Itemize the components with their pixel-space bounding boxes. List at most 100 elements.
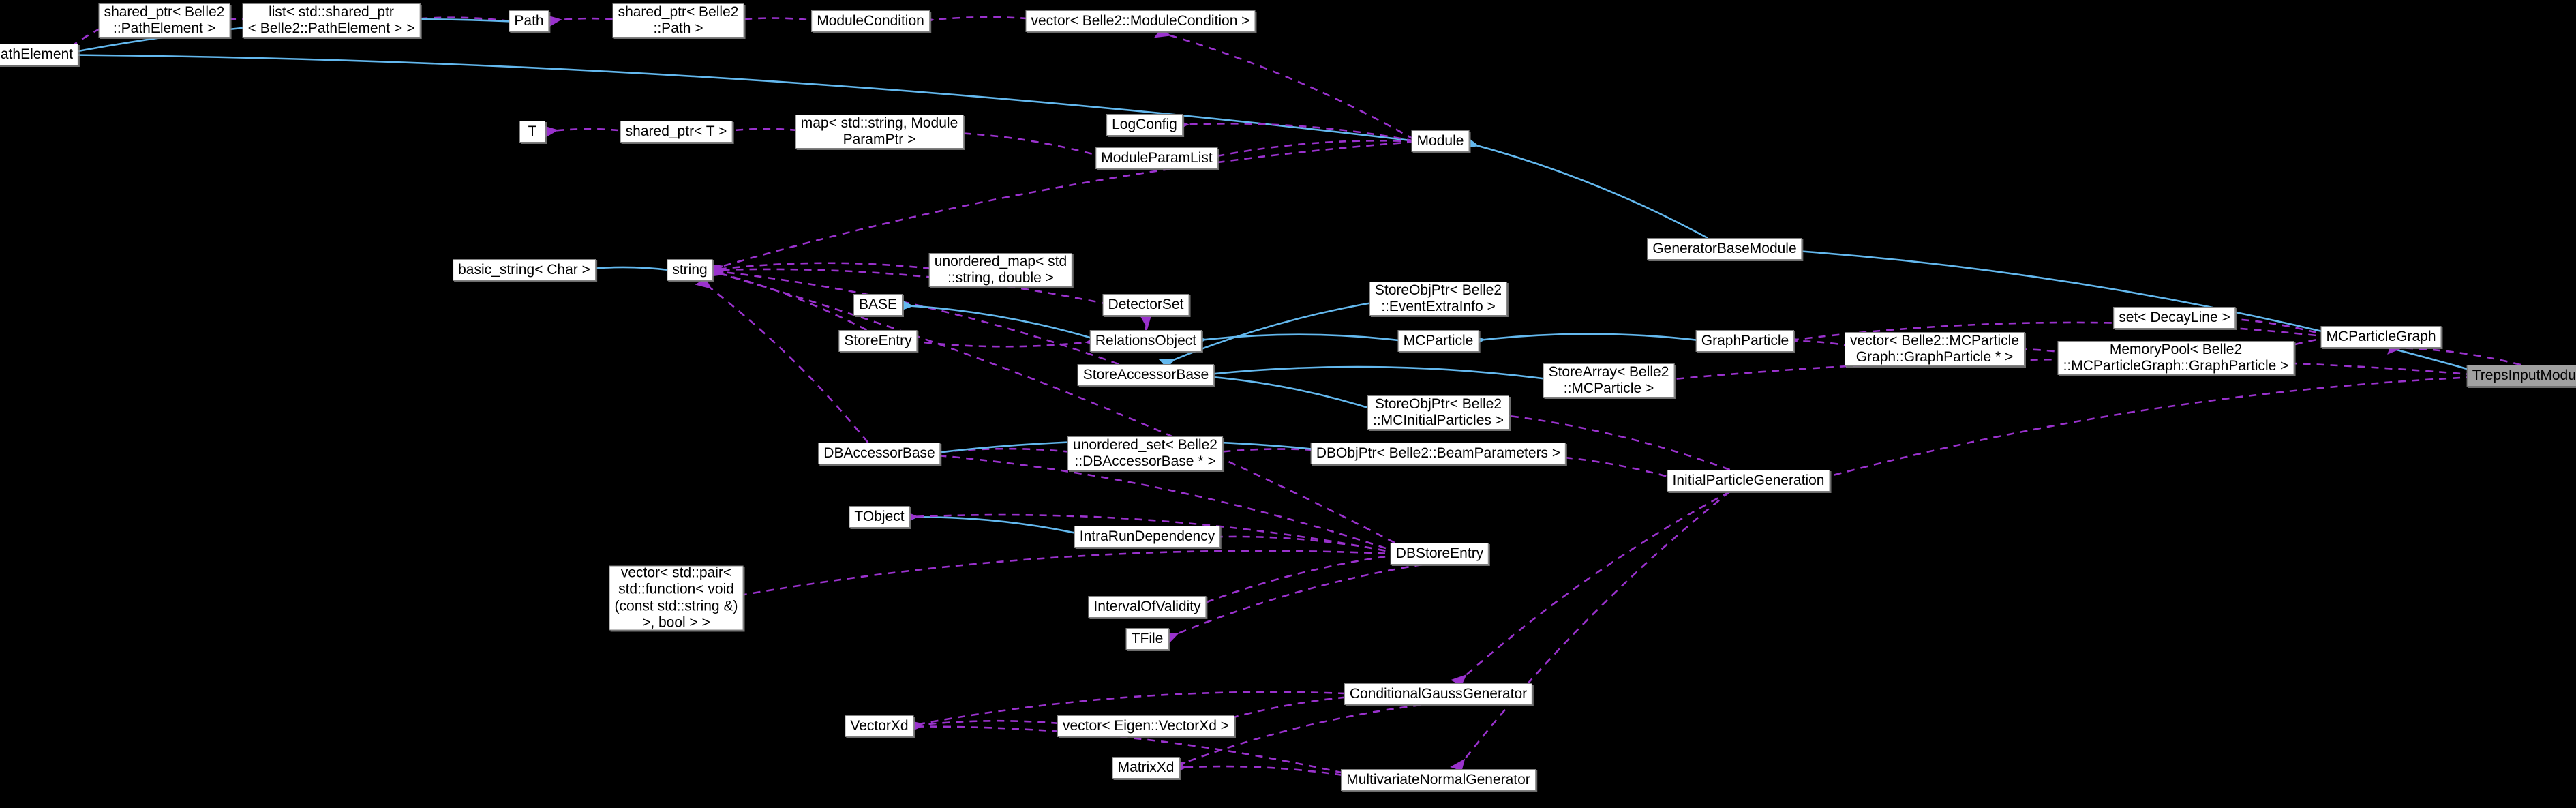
- class-node-tobject[interactable]: TObject: [849, 506, 910, 528]
- class-node-label: MultivariateNormalGenerator: [1346, 771, 1530, 788]
- class-node-vec_eigen_vectorxd[interactable]: vector< Eigen::VectorXd >: [1057, 715, 1234, 737]
- class-node-label: DBObjPtr< Belle2::BeamParameters >: [1316, 445, 1561, 461]
- class-node-initialparticlegen[interactable]: InitialParticleGeneration: [1667, 470, 1830, 492]
- edge-mcparticle-to-relationsobject: [1189, 333, 1405, 348]
- class-node-detectorset[interactable]: DetectorSet: [1102, 294, 1189, 316]
- class-node-label: vector< Eigen::VectorXd >: [1063, 717, 1229, 734]
- class-node-label: DetectorSet: [1108, 296, 1184, 312]
- class-node-label: list< std::shared_ptr < Belle2::PathElem…: [247, 3, 415, 36]
- class-node-label: GraphParticle: [1701, 332, 1789, 348]
- class-node-label: ModuleCondition: [817, 12, 924, 29]
- class-node-label: TObject: [854, 508, 905, 524]
- edge-dbstoreentry-to-string: [706, 264, 1395, 544]
- edge-intrarundependency-to-tobject: [902, 510, 1090, 537]
- class-node-module[interactable]: Module: [1411, 130, 1470, 152]
- class-node-label: string: [672, 261, 708, 278]
- edge-relationsobject-to-detectorset: [1138, 312, 1153, 331]
- class-node-label: LogConfig: [1112, 116, 1177, 132]
- class-node-label: MCParticle: [1403, 332, 1474, 348]
- class-node-logconfig[interactable]: LogConfig: [1106, 114, 1183, 136]
- edge-dbstoreentry-to-intervalofvalidity: [1192, 554, 1399, 613]
- class-node-set_decayline[interactable]: set< DecayLine >: [2113, 307, 2236, 329]
- class-node-pathelement[interactable]: PathElement: [0, 44, 79, 65]
- class-node-label: InitialParticleGeneration: [1672, 472, 1825, 488]
- class-node-mcparticle[interactable]: MCParticle: [1397, 330, 1479, 352]
- edge-storeentry-to-relationsobject: [910, 333, 1102, 348]
- edge-module-to-logconfig: [1172, 118, 1415, 142]
- class-node-shared_ptr_t[interactable]: shared_ptr< T >: [620, 121, 733, 143]
- class-node-label: StoreAccessorBase: [1082, 366, 1209, 383]
- class-node-multivariatenormalgen[interactable]: MultivariateNormalGenerator: [1341, 769, 1536, 791]
- class-node-label: PathElement: [0, 46, 74, 62]
- class-node-label: Path: [514, 12, 544, 29]
- class-node-storeobjptr_eventextra[interactable]: StoreObjPtr< Belle2 ::EventExtraInfo >: [1369, 282, 1508, 316]
- class-node-shared_ptr_path[interactable]: shared_ptr< Belle2 ::Path >: [612, 3, 744, 38]
- class-node-label: StoreArray< Belle2 ::MCParticle >: [1548, 363, 1669, 396]
- class-node-label: IntervalOfValidity: [1093, 598, 1201, 614]
- class-node-vec_graphparticle_ptr[interactable]: vector< Belle2::MCParticle Graph::GraphP…: [1844, 332, 2025, 366]
- edge-moduleparamlist-to-map_string_moduleparam: [944, 125, 1106, 159]
- edge-mcparticlegraph-to-set_decayline: [2217, 311, 2330, 338]
- edge-initialparticlegen-to-multivariatenormalgen: [1450, 490, 1731, 776]
- class-node-label: StoreObjPtr< Belle2 ::MCInitialParticles…: [1373, 395, 1504, 428]
- class-node-label: TFile: [1131, 630, 1164, 646]
- class-node-mcparticlegraph[interactable]: MCParticleGraph: [2320, 326, 2442, 348]
- class-node-dbobjptr_beamparams[interactable]: DBObjPtr< Belle2::BeamParameters >: [1310, 443, 1566, 464]
- class-node-shared_ptr_pathelem[interactable]: shared_ptr< Belle2 ::PathElement >: [98, 3, 230, 38]
- class-node-label: Module: [1416, 132, 1464, 149]
- class-node-trepsinputmodule[interactable]: TrepsInputModule: [2466, 365, 2576, 387]
- edge-module-to-moduleparamlist: [1204, 140, 1415, 165]
- class-node-label: map< std::string, Module ParamPtr >: [800, 115, 958, 147]
- class-node-label: DBStoreEntry: [1395, 545, 1484, 561]
- class-node-generatorbasemodule[interactable]: GeneratorBaseModule: [1647, 238, 1802, 260]
- class-node-dbaccessorbase[interactable]: DBAccessorBase: [818, 443, 941, 464]
- class-node-unordered_set_dbacc[interactable]: unordered_set< Belle2 ::DBAccessorBase *…: [1067, 436, 1223, 470]
- class-node-label: unordered_map< std ::string, double >: [934, 253, 1067, 286]
- class-node-storeaccessorbase[interactable]: StoreAccessorBase: [1077, 364, 1215, 386]
- edge-unordered_set_dbacc-to-dbaccessorbase: [926, 447, 1085, 461]
- class-node-list_shared_ptr_pe[interactable]: list< std::shared_ptr < Belle2::PathElem…: [242, 3, 421, 38]
- class-node-intrarundependency[interactable]: IntraRunDependency: [1074, 526, 1221, 548]
- class-node-label: MCParticleGraph: [2326, 328, 2436, 344]
- class-node-unordered_map_str_dbl[interactable]: unordered_map< std ::string, double >: [928, 253, 1073, 287]
- class-node-conditionalgaussgen[interactable]: ConditionalGaussGenerator: [1344, 683, 1533, 705]
- class-node-memorypool_graphpart[interactable]: MemoryPool< Belle2 ::MCParticleGraph::Gr…: [2057, 341, 2294, 375]
- class-node-modulecondition[interactable]: ModuleCondition: [811, 10, 930, 32]
- class-node-label: MemoryPool< Belle2 ::MCParticleGraph::Gr…: [2063, 341, 2289, 374]
- class-node-label: basic_string< Char >: [458, 261, 590, 278]
- class-node-relationsobject[interactable]: RelationsObject: [1089, 330, 1202, 352]
- class-node-label: ConditionalGaussGenerator: [1349, 685, 1528, 702]
- edge-shared_ptr_t-to-t: [541, 125, 633, 139]
- class-node-vec_modulecondition[interactable]: vector< Belle2::ModuleCondition >: [1025, 10, 1256, 32]
- class-node-storearray_mcparticle[interactable]: StoreArray< Belle2 ::MCParticle >: [1543, 363, 1675, 398]
- class-node-base[interactable]: BASE: [853, 294, 903, 316]
- edge-storeentry-to-string: [706, 264, 868, 331]
- class-node-vectorxd[interactable]: VectorXd: [845, 715, 914, 737]
- edge-storearray_mcparticle-to-storeaccessorbase: [1197, 365, 1558, 383]
- class-node-moduleparamlist[interactable]: ModuleParamList: [1095, 147, 1218, 169]
- class-node-label: DBAccessorBase: [823, 445, 935, 461]
- class-node-path[interactable]: Path: [509, 10, 549, 32]
- class-node-label: vector< Belle2::MCParticle Graph::GraphP…: [1849, 332, 2020, 365]
- class-node-graphparticle[interactable]: GraphParticle: [1695, 330, 1795, 352]
- class-node-label: IntraRunDependency: [1079, 528, 1215, 544]
- class-node-basic_string_char[interactable]: basic_string< Char >: [453, 259, 596, 281]
- edge-multivariatenormalgen-to-matrixxd: [1170, 761, 1370, 781]
- class-node-matrixxd[interactable]: MatrixXd: [1112, 757, 1180, 779]
- class-node-intervalofvalidity[interactable]: IntervalOfValidity: [1088, 596, 1207, 618]
- class-node-map_string_moduleparam[interactable]: map< std::string, Module ParamPtr >: [795, 115, 964, 149]
- class-node-tfile[interactable]: TFile: [1125, 628, 1169, 650]
- edge-storeobjptr_mcinitial-to-storeaccessorbase: [1197, 369, 1380, 413]
- class-node-vec_pair_function[interactable]: vector< std::pair< std::function< void (…: [609, 565, 744, 631]
- class-node-t[interactable]: T: [519, 121, 545, 143]
- class-node-storeentry[interactable]: StoreEntry: [838, 330, 918, 352]
- class-node-label: vector< std::pair< std::function< void (…: [614, 565, 738, 631]
- edge-dbaccessorbase-to-string: [695, 273, 869, 443]
- class-node-string[interactable]: string: [667, 259, 713, 281]
- class-node-dbstoreentry[interactable]: DBStoreEntry: [1390, 543, 1489, 565]
- edge-generatorbasemodule-to-module: [1461, 135, 1708, 239]
- class-node-storeobjptr_mcinitial[interactable]: StoreObjPtr< Belle2 ::MCInitialParticles…: [1367, 395, 1509, 430]
- class-node-label: StoreEntry: [844, 332, 912, 348]
